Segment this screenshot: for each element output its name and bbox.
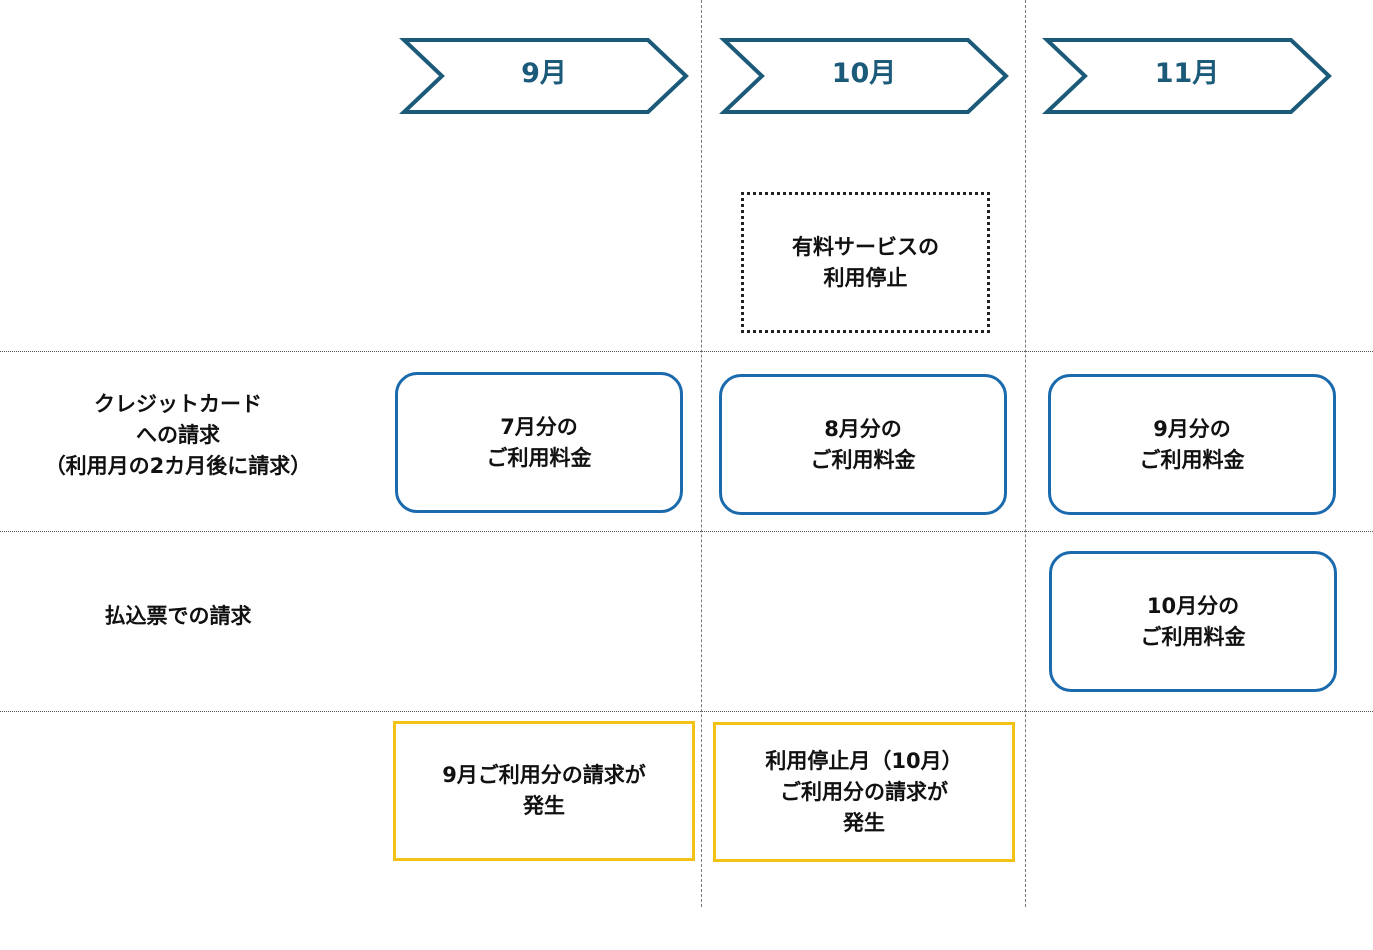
- month-chevron-sep: [398, 38, 689, 114]
- service-stop-text: 有料サービスの 利用停止: [792, 234, 939, 290]
- row-label-payment-slip: 払込票での請求: [104, 604, 252, 628]
- month-label-sep: 9月: [521, 58, 567, 89]
- divider-horizontal-1: [0, 351, 1373, 352]
- month-chevron-oct: [718, 38, 1009, 114]
- charge-text: 8月分の ご利用料金: [810, 416, 916, 472]
- credit-card-charge-oct: 8月分の ご利用料金: [719, 374, 1007, 515]
- usage-note-text: 9月ご利用分の請求が 発生: [442, 763, 646, 818]
- usage-note-oct: 利用停止月（10月） ご利用分の請求が 発生: [713, 722, 1015, 862]
- divider-vertical-2: [1025, 0, 1026, 907]
- charge-text: 9月分の ご利用料金: [1139, 416, 1245, 472]
- charge-text: 7月分の ご利用料金: [486, 414, 592, 470]
- credit-card-charge-nov: 9月分の ご利用料金: [1048, 374, 1336, 515]
- month-chevron-nov: [1041, 38, 1332, 114]
- payment-slip-charge-nov: 10月分の ご利用料金: [1049, 551, 1337, 692]
- divider-horizontal-2: [0, 531, 1373, 532]
- credit-card-charge-sep: 7月分の ご利用料金: [395, 372, 683, 513]
- service-stop-box: 有料サービスの 利用停止: [741, 192, 990, 333]
- month-label-nov: 11月: [1154, 58, 1220, 89]
- divider-vertical-1: [701, 0, 702, 907]
- usage-note-text: 利用停止月（10月） ご利用分の請求が 発生: [765, 748, 963, 835]
- divider-horizontal-3: [0, 711, 1373, 712]
- row-label-credit-card: クレジットカード への請求 （利用月の2カ月後に請求）: [44, 392, 312, 478]
- month-label-oct: 10月: [831, 58, 897, 89]
- charge-text: 10月分の ご利用料金: [1140, 593, 1246, 649]
- usage-note-sep: 9月ご利用分の請求が 発生: [393, 721, 695, 861]
